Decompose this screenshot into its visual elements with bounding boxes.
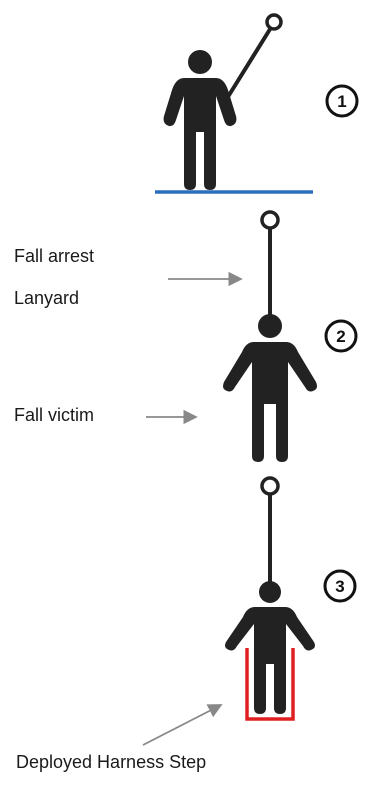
step-2-anchor-ring-icon [260, 210, 280, 230]
step-2-number: 2 [336, 327, 345, 346]
step-1-panel: 1 [155, 13, 359, 194]
step-3-panel: 3 [142, 476, 357, 746]
step-2-panel: 2 [146, 210, 358, 462]
step-3-number: 3 [335, 577, 344, 596]
step-2-person-figure-icon [223, 314, 317, 462]
step-3-person-figure-icon [225, 581, 315, 714]
fall-victim-label: Fall victim [14, 405, 94, 425]
step-3-number-badge: 3 [323, 569, 357, 603]
step-3-anchor-ring-icon [260, 476, 280, 496]
lanyard-label: Lanyard [14, 288, 80, 308]
step-1-anchor-ring-icon [265, 13, 283, 31]
step-1-lanyard-line [224, 24, 274, 102]
step-2-number-badge: 2 [324, 319, 358, 353]
step-1-number: 1 [337, 92, 346, 111]
deployed-harness-step-label: Deployed Harness Step [16, 752, 207, 772]
step-1-number-badge: 1 [325, 84, 359, 118]
deployed-harness-step-icon [245, 648, 295, 721]
fall-arrest-label: Fall arrest [14, 246, 95, 266]
harness-step-arrow-icon [142, 704, 223, 746]
step-1-person-figure-icon [163, 50, 237, 190]
